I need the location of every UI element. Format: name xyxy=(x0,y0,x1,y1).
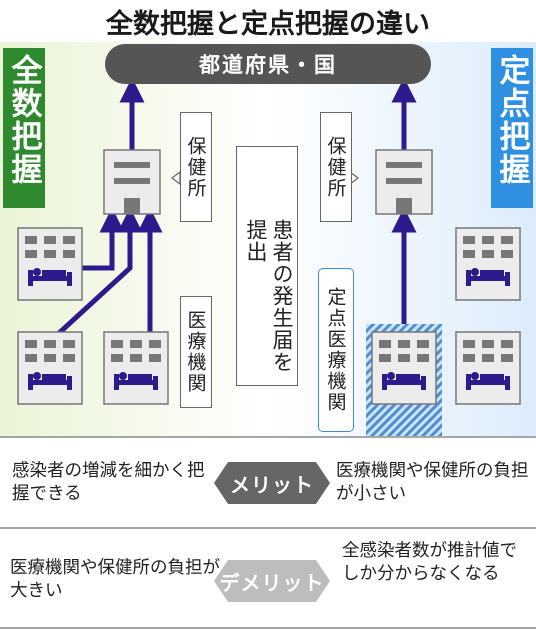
right-category-label: 定点把握 xyxy=(491,48,533,208)
report-label: 患者の発生届を提出 xyxy=(244,219,294,373)
comparison-lines xyxy=(0,436,536,629)
merit-badge: メリット xyxy=(214,462,330,504)
demerit-badge: デメリット xyxy=(214,560,330,602)
hospital-right-b xyxy=(455,331,521,405)
demerit-right-text: 全感染者数が推計値でしか分からなくなる xyxy=(342,541,517,584)
page-title: 全数把握と定点把握の違い xyxy=(106,9,430,40)
medical-institution-label: 医療機関 xyxy=(180,296,212,408)
hospital-left-c xyxy=(103,331,169,405)
hospital-left-b xyxy=(17,331,83,405)
left-hokenjo-label: 保健所 xyxy=(180,112,212,222)
hospital-right-a xyxy=(455,227,521,301)
right-hokenjo-label: 保健所 xyxy=(320,112,352,222)
hospital-left-a xyxy=(17,227,83,301)
hokenjo-left-building xyxy=(103,149,161,215)
prefecture-bar: 都道府県・国 xyxy=(105,44,431,84)
demerit-left-text: 医療機関や保健所の負担が大きい xyxy=(10,558,220,601)
report-box: 患者の発生届を提出 xyxy=(236,146,298,386)
merit-right-text: 医療機関や保健所の負担が小さい xyxy=(336,461,529,504)
merit-label: メリット xyxy=(230,472,314,497)
arrow-hospital-a xyxy=(82,207,125,271)
arrow-hospital-b xyxy=(56,207,143,336)
left-category-label: 全数把握 xyxy=(3,48,45,208)
sentinel-institution-label: 定点医療機関 xyxy=(318,268,354,432)
sentinel-hospital xyxy=(371,331,437,405)
hokenjo-right-building xyxy=(375,149,433,215)
demerit-label: デメリット xyxy=(219,570,325,595)
merit-left-text: 感染者の増減を細かく把握できる xyxy=(12,461,205,504)
